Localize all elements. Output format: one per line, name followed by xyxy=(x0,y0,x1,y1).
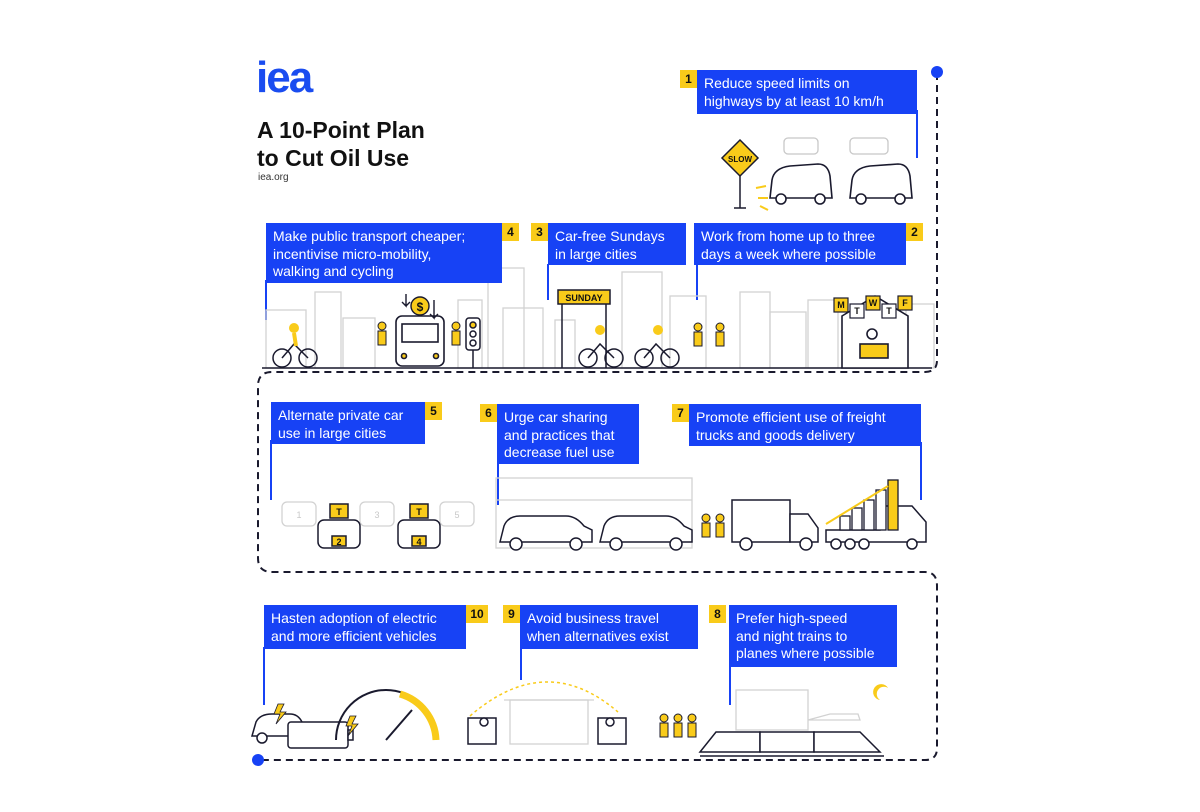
lightning-icons xyxy=(273,703,359,737)
weekday-t2: T xyxy=(886,306,892,316)
cyclist-icon xyxy=(272,323,318,368)
parking-garage-icon xyxy=(495,477,693,549)
iea-logo: iea xyxy=(256,53,313,102)
bus-icon xyxy=(395,315,445,367)
taxi-plate-2: 2 xyxy=(336,537,341,547)
point-4-box: Make public transport cheaper; incentivi… xyxy=(266,223,502,283)
weekday-w: W xyxy=(869,298,878,308)
point-1-number: 1 xyxy=(680,70,697,88)
point-2-box: Work from home up to three days a week w… xyxy=(694,223,906,265)
parked-car-plate-5: 5 xyxy=(454,510,459,520)
dollar-arrows-icon xyxy=(401,294,439,320)
page-title: A 10-Point Plan to Cut Oil Use xyxy=(257,117,425,171)
slow-sign-label: SLOW xyxy=(728,155,752,164)
site-link[interactable]: iea.org xyxy=(258,172,289,183)
weekday-f: F xyxy=(902,298,908,308)
point-10-number: 10 xyxy=(466,605,488,623)
point-2-number: 2 xyxy=(906,223,923,241)
point-7-number: 7 xyxy=(672,404,689,422)
route-start-dot xyxy=(931,66,943,78)
sunday-cyclists-icon xyxy=(578,325,680,368)
growth-arrow-icon xyxy=(825,485,889,525)
taxi-plate-4: 4 xyxy=(416,537,421,547)
slow-sign-icon xyxy=(720,138,760,209)
gauge-needle-icon xyxy=(385,709,413,741)
parked-car-plate-1: 1 xyxy=(296,510,301,520)
point-5-number: 5 xyxy=(425,402,442,420)
high-speed-train-icon xyxy=(698,731,884,757)
point-9-box: Avoid business travel when alternatives … xyxy=(520,605,698,649)
weekday-m: M xyxy=(837,300,845,310)
weekday-tags-icon xyxy=(833,295,913,319)
point-8-number: 8 xyxy=(709,605,726,623)
dashed-route xyxy=(257,73,938,761)
highway-cars-icon xyxy=(769,163,913,205)
battery-icon xyxy=(287,721,354,749)
distant-cars-icon xyxy=(783,137,889,155)
point-7-box: Promote efficient use of freight trucks … xyxy=(689,404,921,446)
speed-lines-icon xyxy=(755,185,769,211)
weekday-t1: T xyxy=(854,306,860,316)
point-8-box: Prefer high-speed and night trains to pl… xyxy=(729,605,897,667)
skyline-icon xyxy=(265,267,935,369)
taxi-letter-1: T xyxy=(336,507,342,517)
point-3-box: Car-free Sundays in large cities xyxy=(548,223,686,265)
box-connectors xyxy=(263,110,922,705)
traffic-light-icon xyxy=(465,317,481,368)
parked-car-plate-3: 3 xyxy=(374,510,379,520)
point-5-box: Alternate private car use in large citie… xyxy=(271,402,425,444)
point-9-number: 9 xyxy=(503,605,520,623)
point-6-number: 6 xyxy=(480,404,497,422)
train-station-icon xyxy=(735,689,861,731)
freight-truck-icon xyxy=(731,499,927,551)
gauge-fill-icon xyxy=(398,690,440,741)
point-1-box: Reduce speed limits on highways by at le… xyxy=(697,70,917,114)
train-passengers-icon xyxy=(659,713,697,738)
point-10-box: Hasten adoption of electric and more eff… xyxy=(264,605,466,649)
dollar-label: $ xyxy=(417,300,424,314)
taxi-letter-2: T xyxy=(416,507,422,517)
taxi-icon xyxy=(317,503,441,549)
growth-chart-icon xyxy=(839,479,899,531)
pedestrians-icon xyxy=(377,321,461,346)
point-6-box: Urge car sharing and practices that decr… xyxy=(497,404,639,464)
shared-cars-icon xyxy=(499,515,693,551)
sunday-sign-icon xyxy=(557,289,611,368)
point-4-number: 4 xyxy=(502,223,519,241)
airport-building-icon xyxy=(504,699,594,745)
sunday-sign-label: SUNDAY xyxy=(565,293,602,303)
route-end-dot xyxy=(252,754,264,766)
point-3-number: 3 xyxy=(531,223,548,241)
parked-cars-icon xyxy=(281,501,475,527)
video-call-icon xyxy=(467,681,627,745)
moon-icon xyxy=(873,684,888,700)
sunday-pedestrians-icon xyxy=(693,322,725,347)
share-pedestrians-icon xyxy=(701,513,725,538)
